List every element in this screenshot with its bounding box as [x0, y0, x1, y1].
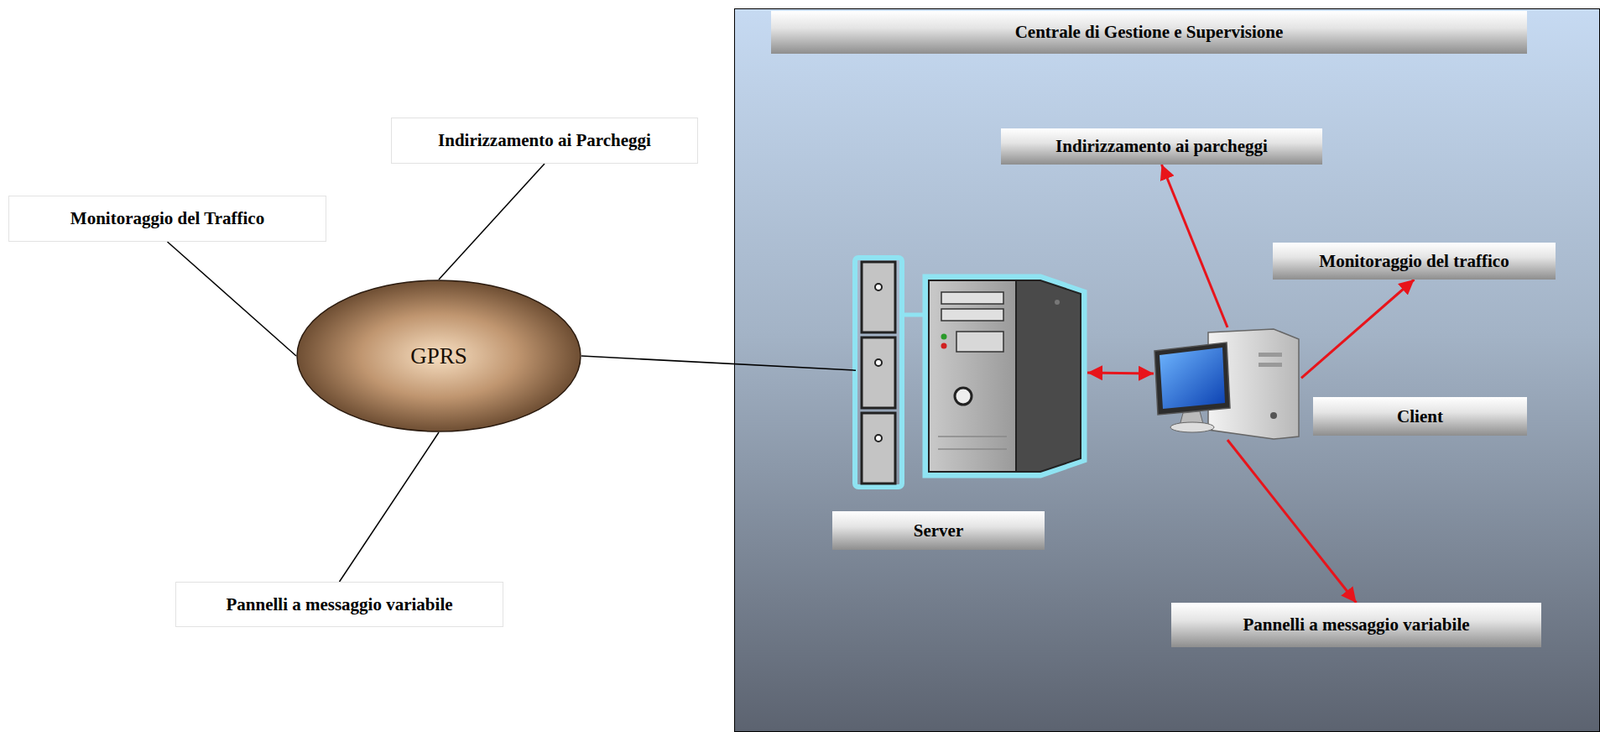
node-text: Indirizzamento ai Parcheggi [437, 130, 652, 152]
connector [438, 163, 545, 280]
panel-background [734, 8, 1600, 732]
panel-title: Centrale di Gestione e Supervisione [1015, 21, 1284, 43]
connector [581, 355, 856, 371]
node-text: Pannelli a messaggio variabile [225, 594, 453, 615]
module-box: Monitoraggio del Traffico [8, 195, 327, 242]
title-bar: Centrale di Gestione e Supervisione [771, 10, 1528, 54]
connector [1162, 164, 1229, 328]
node-text: Server [913, 520, 964, 542]
server-node: Server [855, 254, 1088, 491]
node-text: Monitoraggio del traffico [1318, 250, 1509, 272]
server-tower [925, 276, 1085, 475]
network-ellipse: GPRS [296, 279, 582, 433]
client-node: Client [1153, 327, 1302, 440]
function-box: Pannelli a messaggio variabile [1171, 602, 1542, 647]
node-label-bar: Server [832, 510, 1045, 550]
node-text: Indirizzamento ai parcheggi [1055, 135, 1268, 157]
connector [1087, 371, 1154, 376]
node-text: Pannelli a messaggio variabile [1242, 614, 1470, 636]
function-box: Indirizzamento ai parcheggi [1000, 128, 1323, 165]
connector [167, 241, 298, 356]
node-label-bar: Client [1313, 396, 1528, 436]
node-text: Client [1396, 406, 1444, 428]
node-text: Monitoraggio del Traffico [70, 208, 265, 230]
client-computer [1154, 328, 1299, 439]
module-box: Indirizzamento ai Parcheggi [390, 117, 699, 164]
module-box: Pannelli a messaggio variabile [175, 581, 504, 627]
connector [339, 432, 440, 582]
control-center-panel: Centrale di Gestione e SupervisioneIndir… [734, 8, 1600, 732]
server-drives [854, 257, 928, 487]
connector [1227, 439, 1357, 603]
function-box: Monitoraggio del traffico [1272, 242, 1556, 280]
node-text: GPRS [410, 343, 468, 370]
connector [1301, 279, 1415, 378]
ellipse-shape [297, 280, 581, 432]
